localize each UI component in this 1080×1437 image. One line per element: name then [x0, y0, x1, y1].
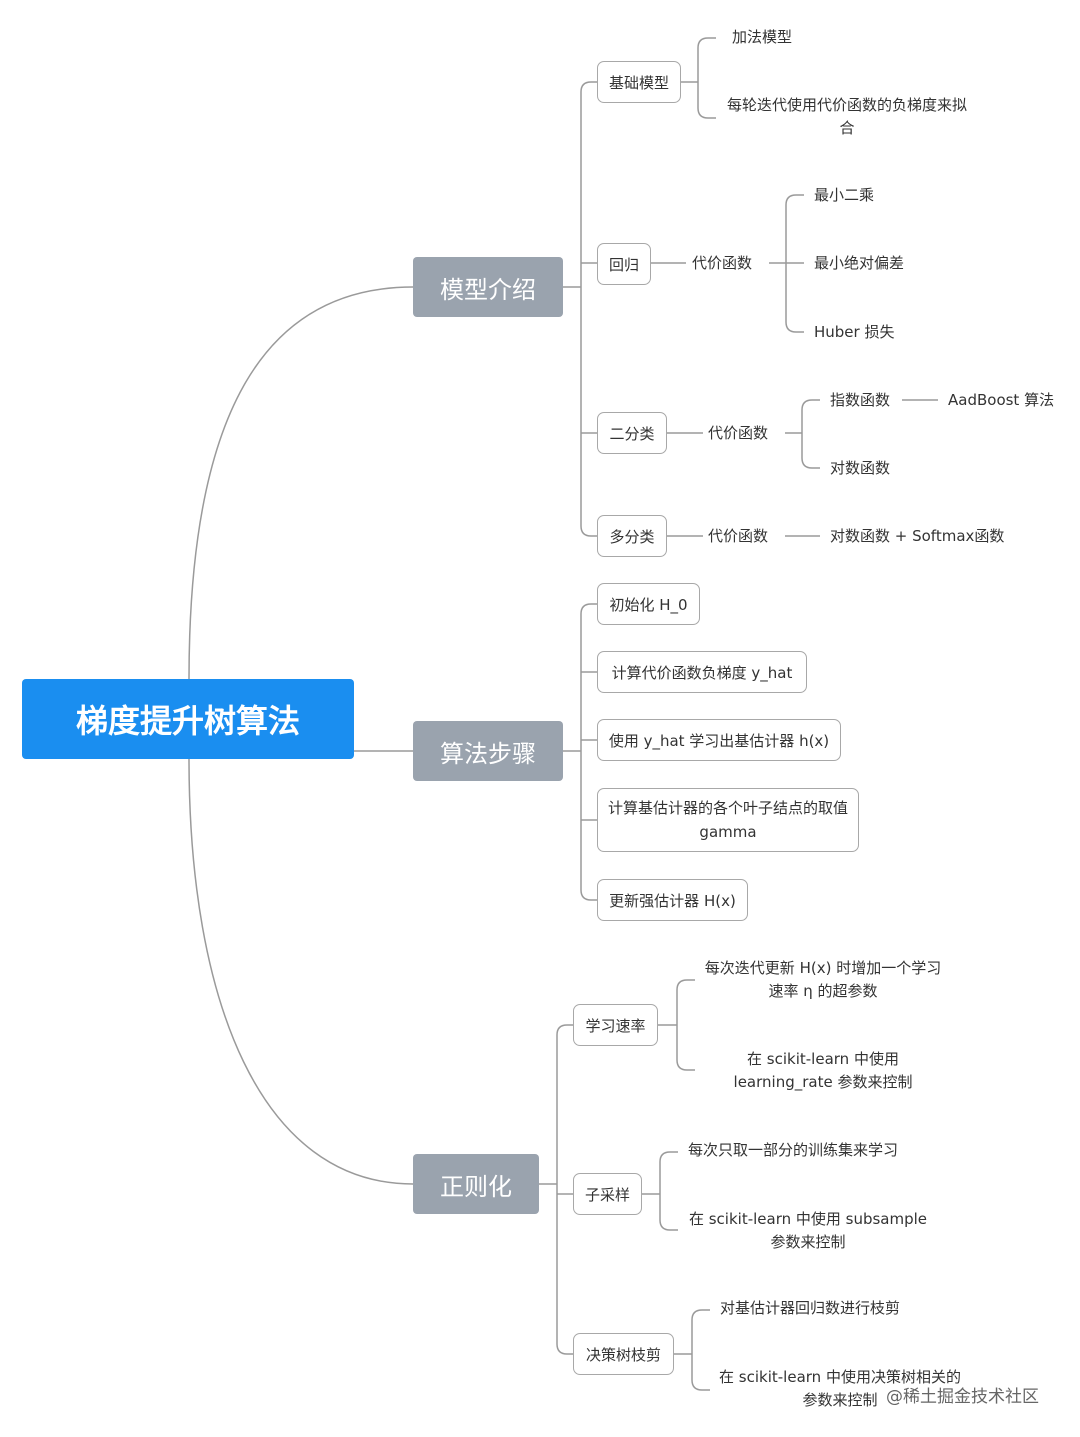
leaf-additive-model: 加法模型 [731, 28, 792, 46]
leaf-log-softmax: 对数函数 + Softmax函数 [830, 527, 1005, 545]
binary-cost-function: 代价函数 [708, 424, 769, 442]
node-base-model[interactable]: 基础模型 [597, 61, 681, 103]
node-learning-rate[interactable]: 学习速率 [573, 1004, 658, 1046]
leaf-subsample-sklearn: 在 scikit-learn 中使用 subsample 参数来控制 [688, 1210, 928, 1251]
leaf-exponential-function: 指数函数 [830, 391, 891, 409]
leaf-lr-sklearn: 在 scikit-learn 中使用 learning_rate 参数来控制 [733, 1050, 913, 1091]
leaf-subsample-description: 每次只取一部分的训练集来学习 [688, 1141, 899, 1159]
step-leaf-gamma[interactable]: 计算基估计器的各个叶子结点的取值 gamma [597, 788, 859, 852]
leaf-least-squares: 最小二乘 [814, 186, 875, 204]
leaf-log-function: 对数函数 [830, 459, 891, 477]
node-binary-classification[interactable]: 二分类 [597, 412, 667, 454]
step-update-strong-estimator[interactable]: 更新强估计器 H(x) [597, 879, 748, 921]
leaf-negative-gradient: 每轮迭代使用代价函数的负梯度来拟合 [726, 96, 967, 137]
watermark: @稀土掘金技术社区 [886, 1387, 1039, 1407]
node-tree-pruning[interactable]: 决策树枝剪 [573, 1333, 674, 1375]
leaf-lr-description: 每次迭代更新 H(x) 时增加一个学习速率 η 的超参数 [704, 959, 942, 1000]
step-init[interactable]: 初始化 H_0 [597, 583, 700, 625]
node-regression[interactable]: 回归 [597, 243, 651, 285]
leaf-prune-sklearn: 在 scikit-learn 中使用决策树相关的参数来控制 [719, 1368, 961, 1409]
branch-algorithm-steps[interactable]: 算法步骤 [413, 721, 563, 781]
branch-model-intro[interactable]: 模型介绍 [413, 257, 563, 317]
leaf-prune-description: 对基估计器回归数进行枝剪 [720, 1299, 901, 1317]
root-node[interactable]: 梯度提升树算法 [22, 679, 354, 759]
branch-regularization[interactable]: 正则化 [413, 1154, 539, 1214]
multi-cost-function: 代价函数 [708, 527, 769, 545]
leaf-least-absolute: 最小绝对偏差 [814, 254, 905, 272]
regression-cost-function: 代价函数 [692, 254, 753, 272]
step-negative-gradient[interactable]: 计算代价函数负梯度 y_hat [597, 651, 807, 693]
leaf-huber-loss: Huber 损失 [814, 323, 895, 341]
leaf-adaboost: AadBoost 算法 [948, 391, 1055, 409]
node-multi-classification[interactable]: 多分类 [597, 515, 667, 557]
step-fit-base-estimator[interactable]: 使用 y_hat 学习出基估计器 h(x) [597, 719, 841, 761]
node-subsample[interactable]: 子采样 [573, 1173, 642, 1215]
